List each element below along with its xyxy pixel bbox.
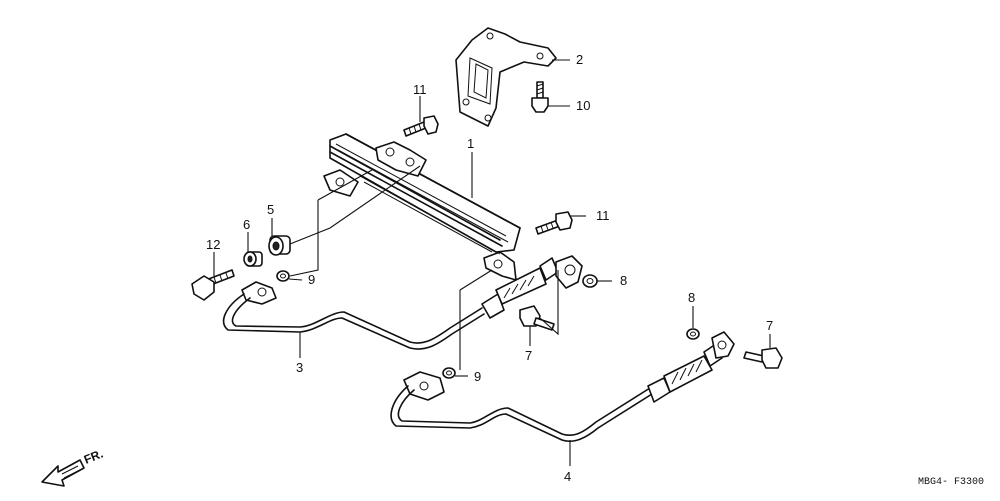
washer-8-upper [582,274,598,288]
diagram-code: MBG4- F3300 [918,477,984,488]
washer-9-lower [442,367,456,379]
callout-5: 5 [267,202,274,217]
callout-labels: 1 2 10 11 11 5 6 12 9 3 9 8 7 8 7 4 [206,52,773,484]
callout-6: 6 [243,217,250,232]
callout-10: 10 [576,98,590,113]
front-label: FR. [82,447,105,467]
leader-lines [213,59,771,466]
callout-7-right: 7 [766,318,773,333]
grommet-5 [268,235,291,256]
callout-2: 2 [576,52,583,67]
callout-9-upper: 9 [308,272,315,287]
bolt-11-lower [535,211,573,235]
bolt-7-right [743,347,783,369]
washer-8-right [686,328,700,340]
front-direction-indicator: FR. [41,447,105,487]
collar-6 [243,251,263,267]
callout-9-lower: 9 [474,369,481,384]
callout-8-right: 8 [688,290,695,305]
bolt-12 [191,269,235,301]
bolt-11-upper [403,115,439,137]
oil-cooler [323,133,521,281]
oil-pipe-3 [222,255,583,350]
callout-3: 3 [296,360,303,375]
callout-4: 4 [564,469,571,484]
callout-7-left: 7 [525,348,532,363]
oil-cooler-bracket [455,27,557,127]
callout-12: 12 [206,237,220,252]
callout-8-upper: 8 [620,273,627,288]
callout-11-lower: 11 [596,208,610,223]
bolt-10 [531,81,549,113]
oil-pipe-4 [390,331,735,443]
bolt-7-left [519,305,555,331]
callout-11-upper: 11 [413,82,427,97]
washer-9-upper [276,270,290,282]
callout-1: 1 [467,136,474,151]
